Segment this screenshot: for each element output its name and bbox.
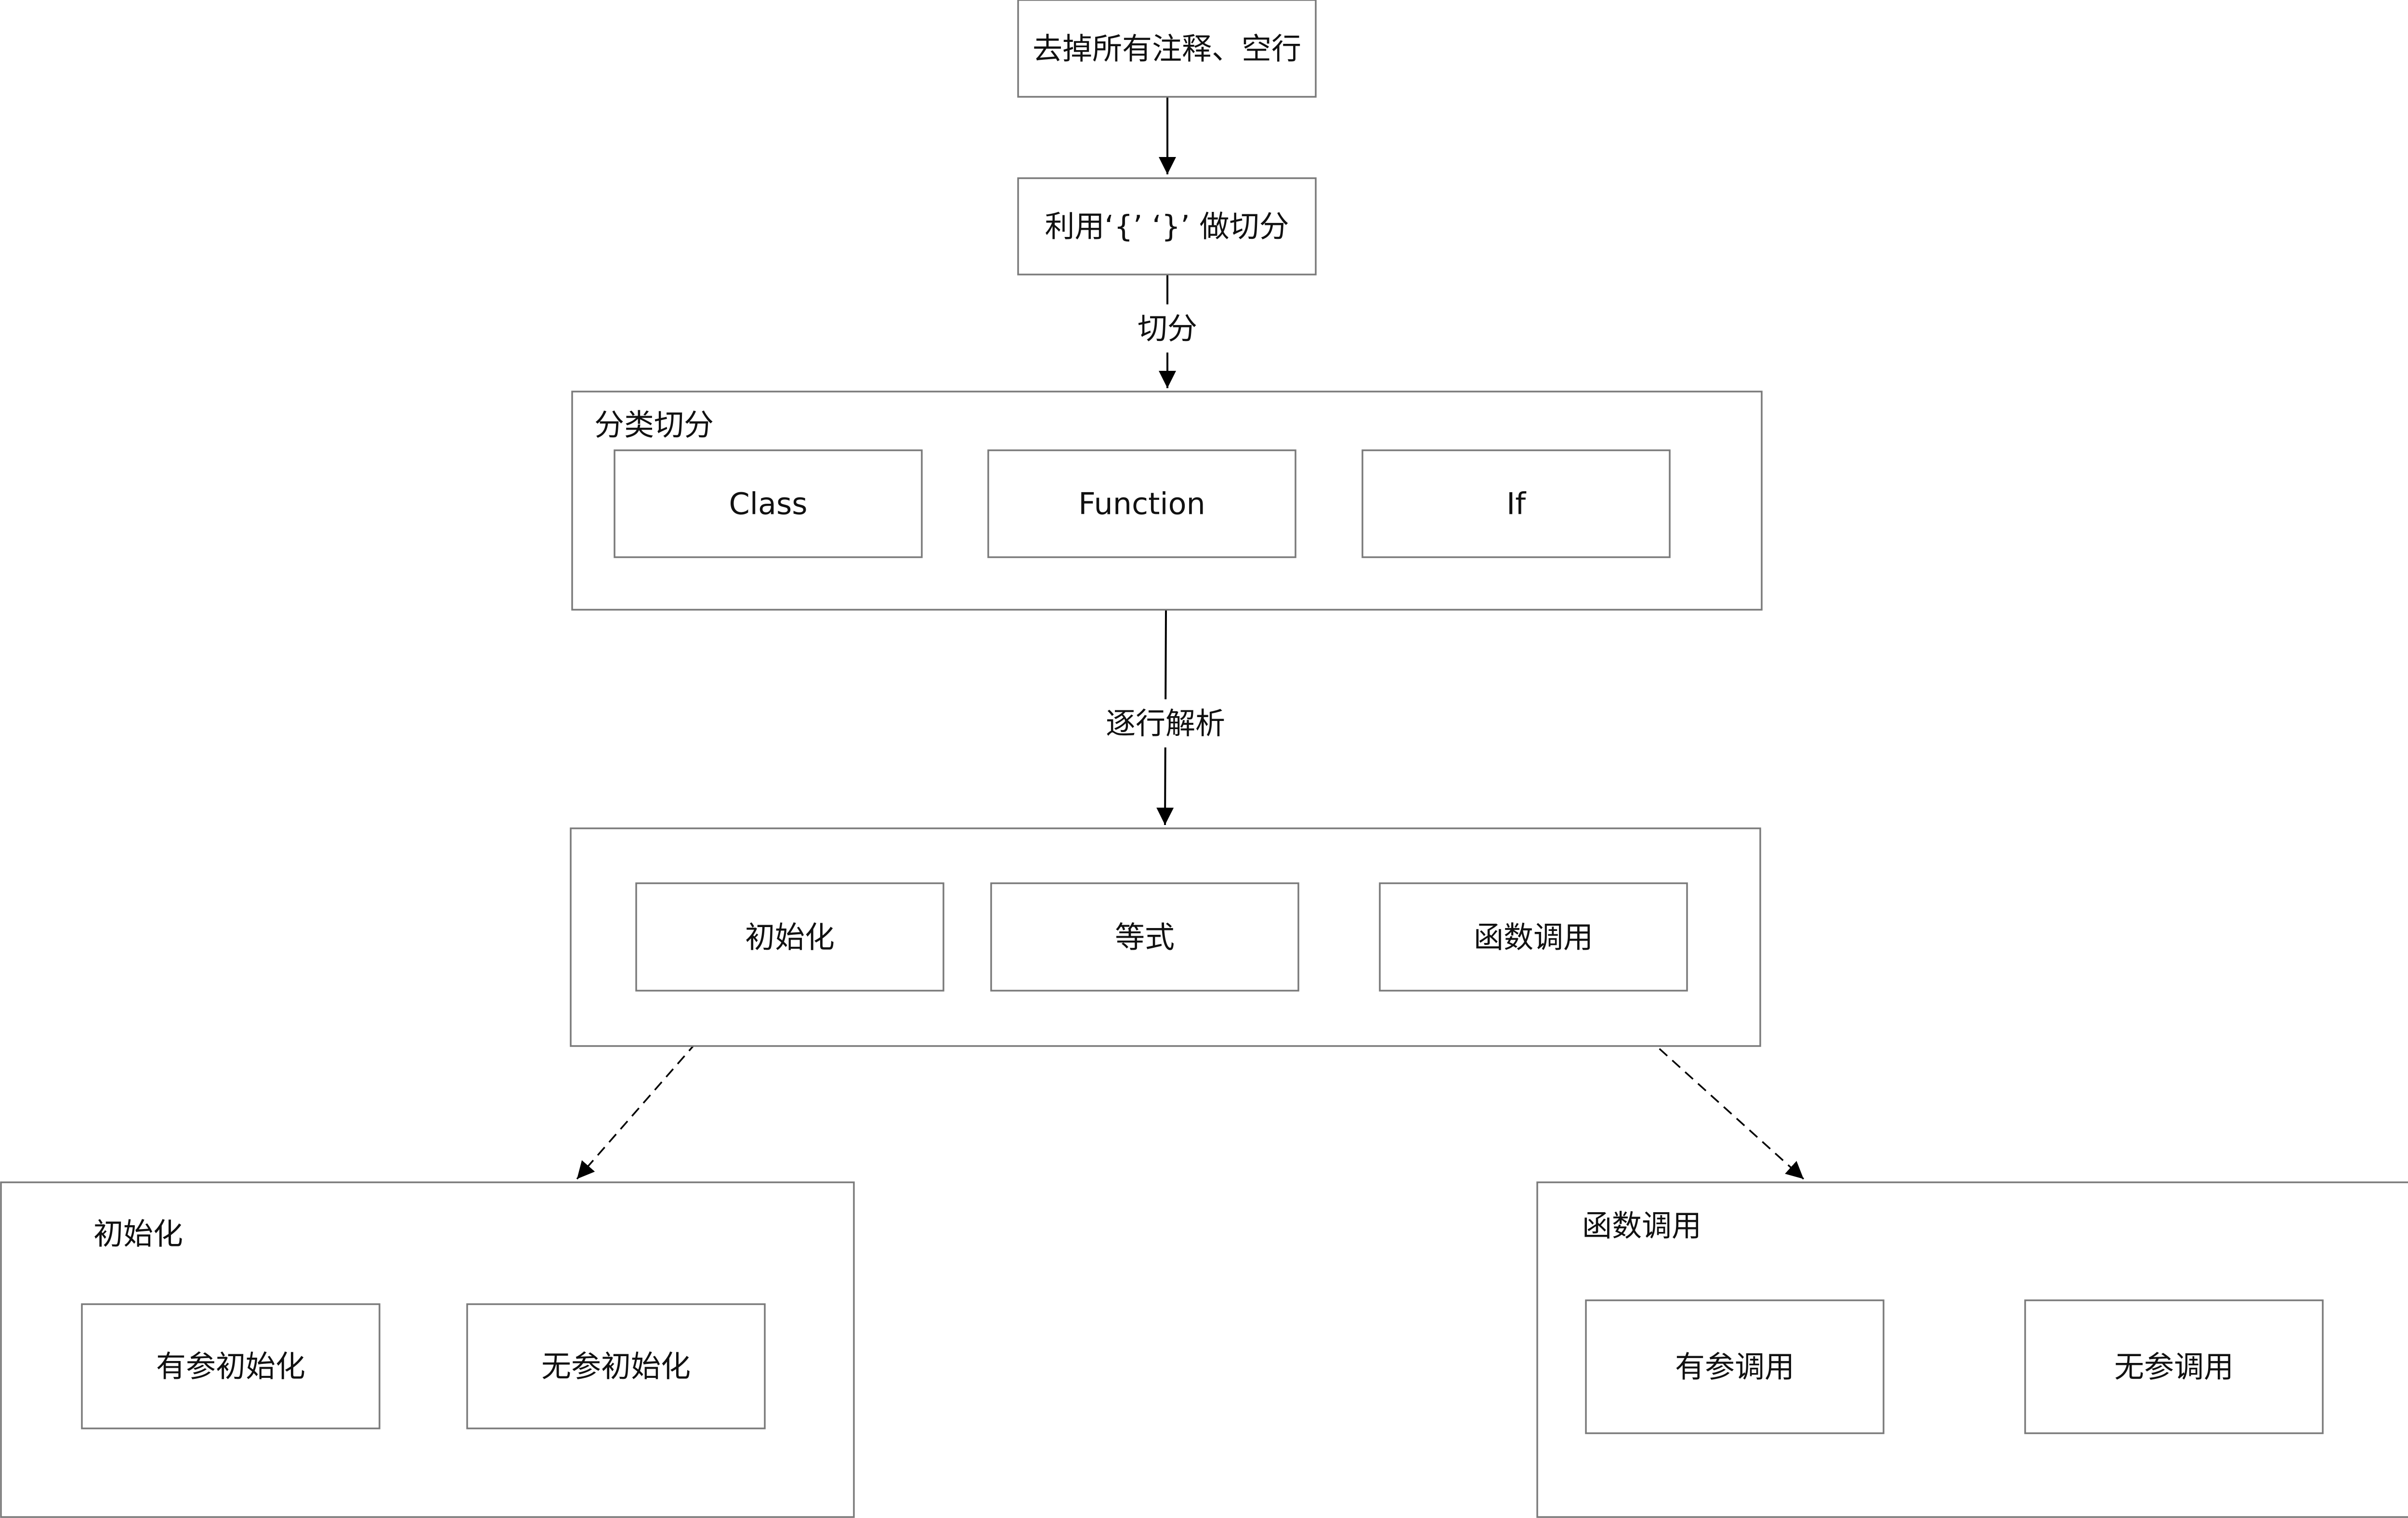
node-split-by-braces[interactable]: 利用‘{’ ‘}’ 做切分 — [1017, 177, 1317, 275]
node-call-without-params[interactable]: 无参调用 — [2024, 1299, 2324, 1434]
node-call-with-params[interactable]: 有参调用 — [1585, 1299, 1885, 1434]
node-func-call[interactable]: 函数调用 — [1379, 882, 1688, 992]
node-init-with-params-label: 有参初始化 — [156, 1349, 305, 1384]
container-parse-lines: 初始化 等式 函数调用 — [570, 827, 1761, 1047]
node-if-label: If — [1506, 486, 1527, 522]
edge-label-parse: 逐行解析 — [1098, 699, 1233, 747]
node-function-label: Function — [1078, 486, 1205, 522]
node-class-label: Class — [729, 486, 807, 522]
node-if[interactable]: If — [1361, 449, 1671, 558]
node-function[interactable]: Function — [987, 449, 1296, 558]
node-split-by-braces-label: 利用‘{’ ‘}’ 做切分 — [1045, 209, 1289, 244]
container-categorize-split-title: 分类切分 — [594, 407, 714, 443]
node-init[interactable]: 初始化 — [635, 882, 944, 992]
node-func-call-label: 函数调用 — [1474, 920, 1593, 955]
node-class[interactable]: Class — [614, 449, 923, 558]
node-remove-comments-label: 去掉所有注释、空行 — [1033, 31, 1301, 66]
edge-label-split-text: 切分 — [1138, 311, 1197, 346]
edge-label-parse-text: 逐行解析 — [1106, 706, 1225, 741]
container-func-call-detail-title: 函数调用 — [1582, 1208, 1701, 1243]
node-init-with-params[interactable]: 有参初始化 — [81, 1303, 380, 1429]
node-call-with-params-label: 有参调用 — [1675, 1349, 1794, 1385]
edge-call-to-detail — [1594, 990, 1805, 1180]
container-func-call-detail: 函数调用 有参调用 无参调用 — [1536, 1181, 2408, 1518]
node-equation-label: 等式 — [1115, 920, 1175, 955]
edge-label-split: 切分 — [1129, 304, 1206, 353]
container-init-detail-title: 初始化 — [93, 1217, 183, 1252]
node-init-without-params[interactable]: 无参初始化 — [466, 1303, 766, 1429]
node-remove-comments[interactable]: 去掉所有注释、空行 — [1017, 0, 1317, 98]
container-categorize-split: 分类切分 Class Function If — [571, 391, 1763, 611]
node-equation[interactable]: 等式 — [990, 882, 1299, 992]
container-init-detail: 初始化 有参初始化 无参初始化 — [0, 1181, 855, 1518]
node-init-without-params-label: 无参初始化 — [541, 1349, 691, 1384]
node-call-without-params-label: 无参调用 — [2114, 1349, 2234, 1385]
node-init-label: 初始化 — [745, 920, 835, 955]
